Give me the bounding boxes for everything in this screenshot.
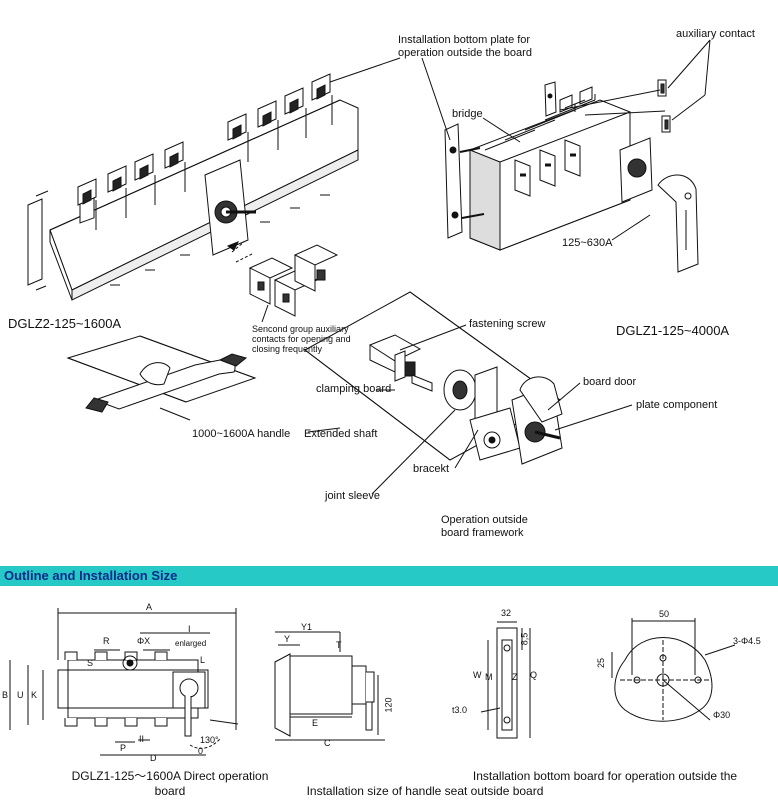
dglz1-label: DGLZ1-125~4000A — [616, 323, 730, 338]
handle-box — [66, 335, 257, 421]
operation-framework-label: Operation outside board framework — [441, 514, 528, 540]
plate-component-label: plate component — [636, 399, 718, 411]
caption-direct-operation: DGLZ1-125～1600A Direct operation board — [60, 769, 280, 799]
dim-85: 8,5 — [519, 632, 530, 646]
dim-S: S — [87, 658, 94, 668]
dim-Z: Z — [512, 672, 518, 682]
dim-P: P — [120, 743, 127, 753]
caption-direct-line1: DGLZ1-125～1600A Direct operation — [71, 769, 269, 783]
install-plate-label: Installation bottom plate for operation … — [398, 34, 532, 60]
dim-L: L — [200, 655, 206, 665]
dim-E: E — [312, 718, 319, 728]
dim-Y: Y — [284, 634, 291, 644]
bracket-label: bracekt — [413, 463, 450, 475]
dim-R: R — [103, 636, 110, 646]
aux-contacts-group — [248, 244, 339, 323]
second-group-line1: Sencond group auxiliary — [252, 324, 349, 334]
dim-T: T — [336, 640, 342, 650]
dim-O: 0 — [198, 746, 204, 756]
dim-t30: t3.0 — [452, 705, 468, 715]
dim-K: K — [31, 690, 38, 700]
dim-phi45: 3-Φ4.5 — [733, 636, 761, 646]
fastening-screw-label: fastening screw — [469, 318, 546, 330]
dim-Q: Q — [530, 670, 538, 680]
dim-120: 120 — [383, 697, 394, 713]
dim-32: 32 — [501, 608, 512, 618]
dim-I: I — [188, 624, 191, 634]
dim-Y1: Y1 — [301, 622, 313, 632]
clamping-board-label: clamping board — [316, 383, 392, 395]
dglz2-switch-drawing — [27, 57, 401, 301]
dim-II: II — [139, 734, 145, 744]
dim-U: U — [17, 690, 24, 700]
dim-phiX: ΦX — [137, 636, 151, 646]
auxiliary-contact-label: auxiliary contact — [676, 28, 755, 40]
second-group-line2: contacts for opening and — [252, 334, 351, 344]
handle-1600-label: 1000~1600A handle — [192, 428, 291, 440]
dim-130: 130° — [200, 735, 219, 745]
operation-framework-box — [304, 291, 633, 495]
install-plate-line1: Installation bottom plate for — [398, 34, 531, 46]
section-header: Outline and Installation Size — [0, 566, 778, 586]
install-plate-line2: operation outside the board — [398, 47, 532, 59]
bridge-label: bridge — [452, 108, 483, 120]
dim-phi30: Φ30 — [713, 710, 731, 720]
range-630-label: 125~630A — [562, 237, 613, 249]
board-door-label: board door — [583, 376, 637, 388]
section-title: Outline and Installation Size — [4, 568, 178, 583]
caption-direct-line2: board — [154, 784, 186, 798]
dim-25: 25 — [596, 657, 607, 669]
joint-sleeve-label: joint sleeve — [325, 490, 381, 502]
dim-A: A — [146, 602, 153, 612]
extended-shaft-label: Extended shaft — [304, 428, 378, 440]
caption-install-bottom: Installation bottom board for operation … — [472, 769, 738, 783]
handle-seat-drawing — [611, 618, 736, 722]
outline-front-view — [9, 608, 239, 756]
dim-C: C — [324, 738, 331, 748]
install-bottom-board — [480, 621, 531, 739]
dim-50: 50 — [659, 609, 670, 619]
operation-framework-line1: Operation outside — [441, 514, 528, 526]
dim-B: B — [2, 690, 9, 700]
second-group-label: Sencond group auxiliary contacts for ope… — [252, 324, 351, 354]
operation-framework-line2: board framework — [441, 527, 524, 539]
caption-install-handle: Installation size of handle seat outside… — [306, 784, 544, 798]
outline-side-view — [274, 631, 385, 741]
dim-D: D — [150, 753, 157, 763]
dglz1-switch-drawing — [421, 39, 711, 273]
dglz2-label: DGLZ2-125~1600A — [8, 316, 122, 331]
second-group-line3: closing frequently — [252, 344, 323, 354]
dim-enlarged: enlarged — [175, 639, 207, 648]
dim-M: M — [485, 672, 493, 682]
dim-W: W — [473, 670, 482, 680]
